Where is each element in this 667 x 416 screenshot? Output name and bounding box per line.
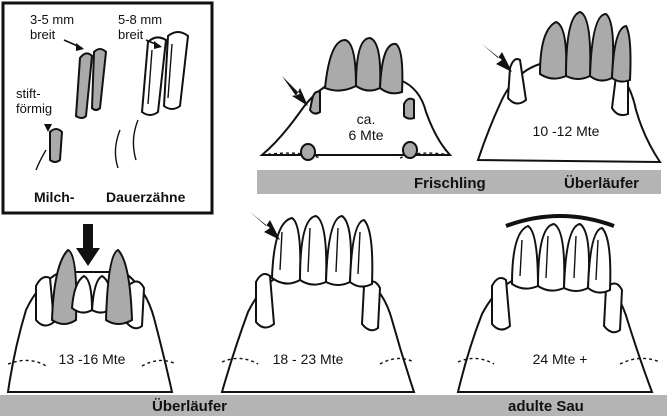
jaw-stage-13-months: 13 -16 Mte: [8, 224, 176, 392]
label-line: breit: [118, 27, 144, 42]
stage-24-label: 24 Mte +: [533, 351, 588, 367]
jaw-stage-24-months: 24 Mte +: [458, 216, 660, 392]
bar-ueberlaeufer-top: Überläufer: [564, 175, 639, 192]
inset-label-perm: Dauerzähne: [106, 189, 186, 205]
jaw-stage-6-months: ca.6 Mte: [262, 38, 450, 160]
bar-adulte-sau: adulte Sau: [508, 398, 584, 415]
stage-24-arc: [506, 216, 614, 226]
stage-10-label: 10 -12 Mte: [533, 123, 600, 139]
jaw-stage-18-months: 18 - 23 Mte: [222, 212, 414, 392]
pin-tooth-drawing: [50, 129, 62, 162]
stage-6-arrow: [282, 76, 308, 106]
label-line: 3-5 mm: [30, 12, 74, 27]
inset-label-milk: Milch-: [34, 189, 75, 205]
label-line: stift-: [16, 86, 41, 101]
stage-13-label: 13 -16 Mte: [59, 351, 126, 367]
bar-ueberlaeufer-bottom: Überläufer: [152, 398, 227, 415]
label-line: 5-8 mm: [118, 12, 162, 27]
label-line: 6 Mte: [348, 127, 383, 143]
jaw-stage-10-months: 10 -12 Mte: [478, 12, 660, 162]
bar-frischling: Frischling: [414, 175, 486, 192]
stage-18-label: 18 - 23 Mte: [273, 351, 344, 367]
stage-18-arrow: [250, 212, 280, 240]
stage-10-arrow: [482, 44, 512, 72]
label-line: breit: [30, 27, 56, 42]
label-line: förmig: [16, 101, 52, 116]
label-line: ca.: [357, 111, 376, 127]
stage-13-arrow: [76, 224, 100, 266]
